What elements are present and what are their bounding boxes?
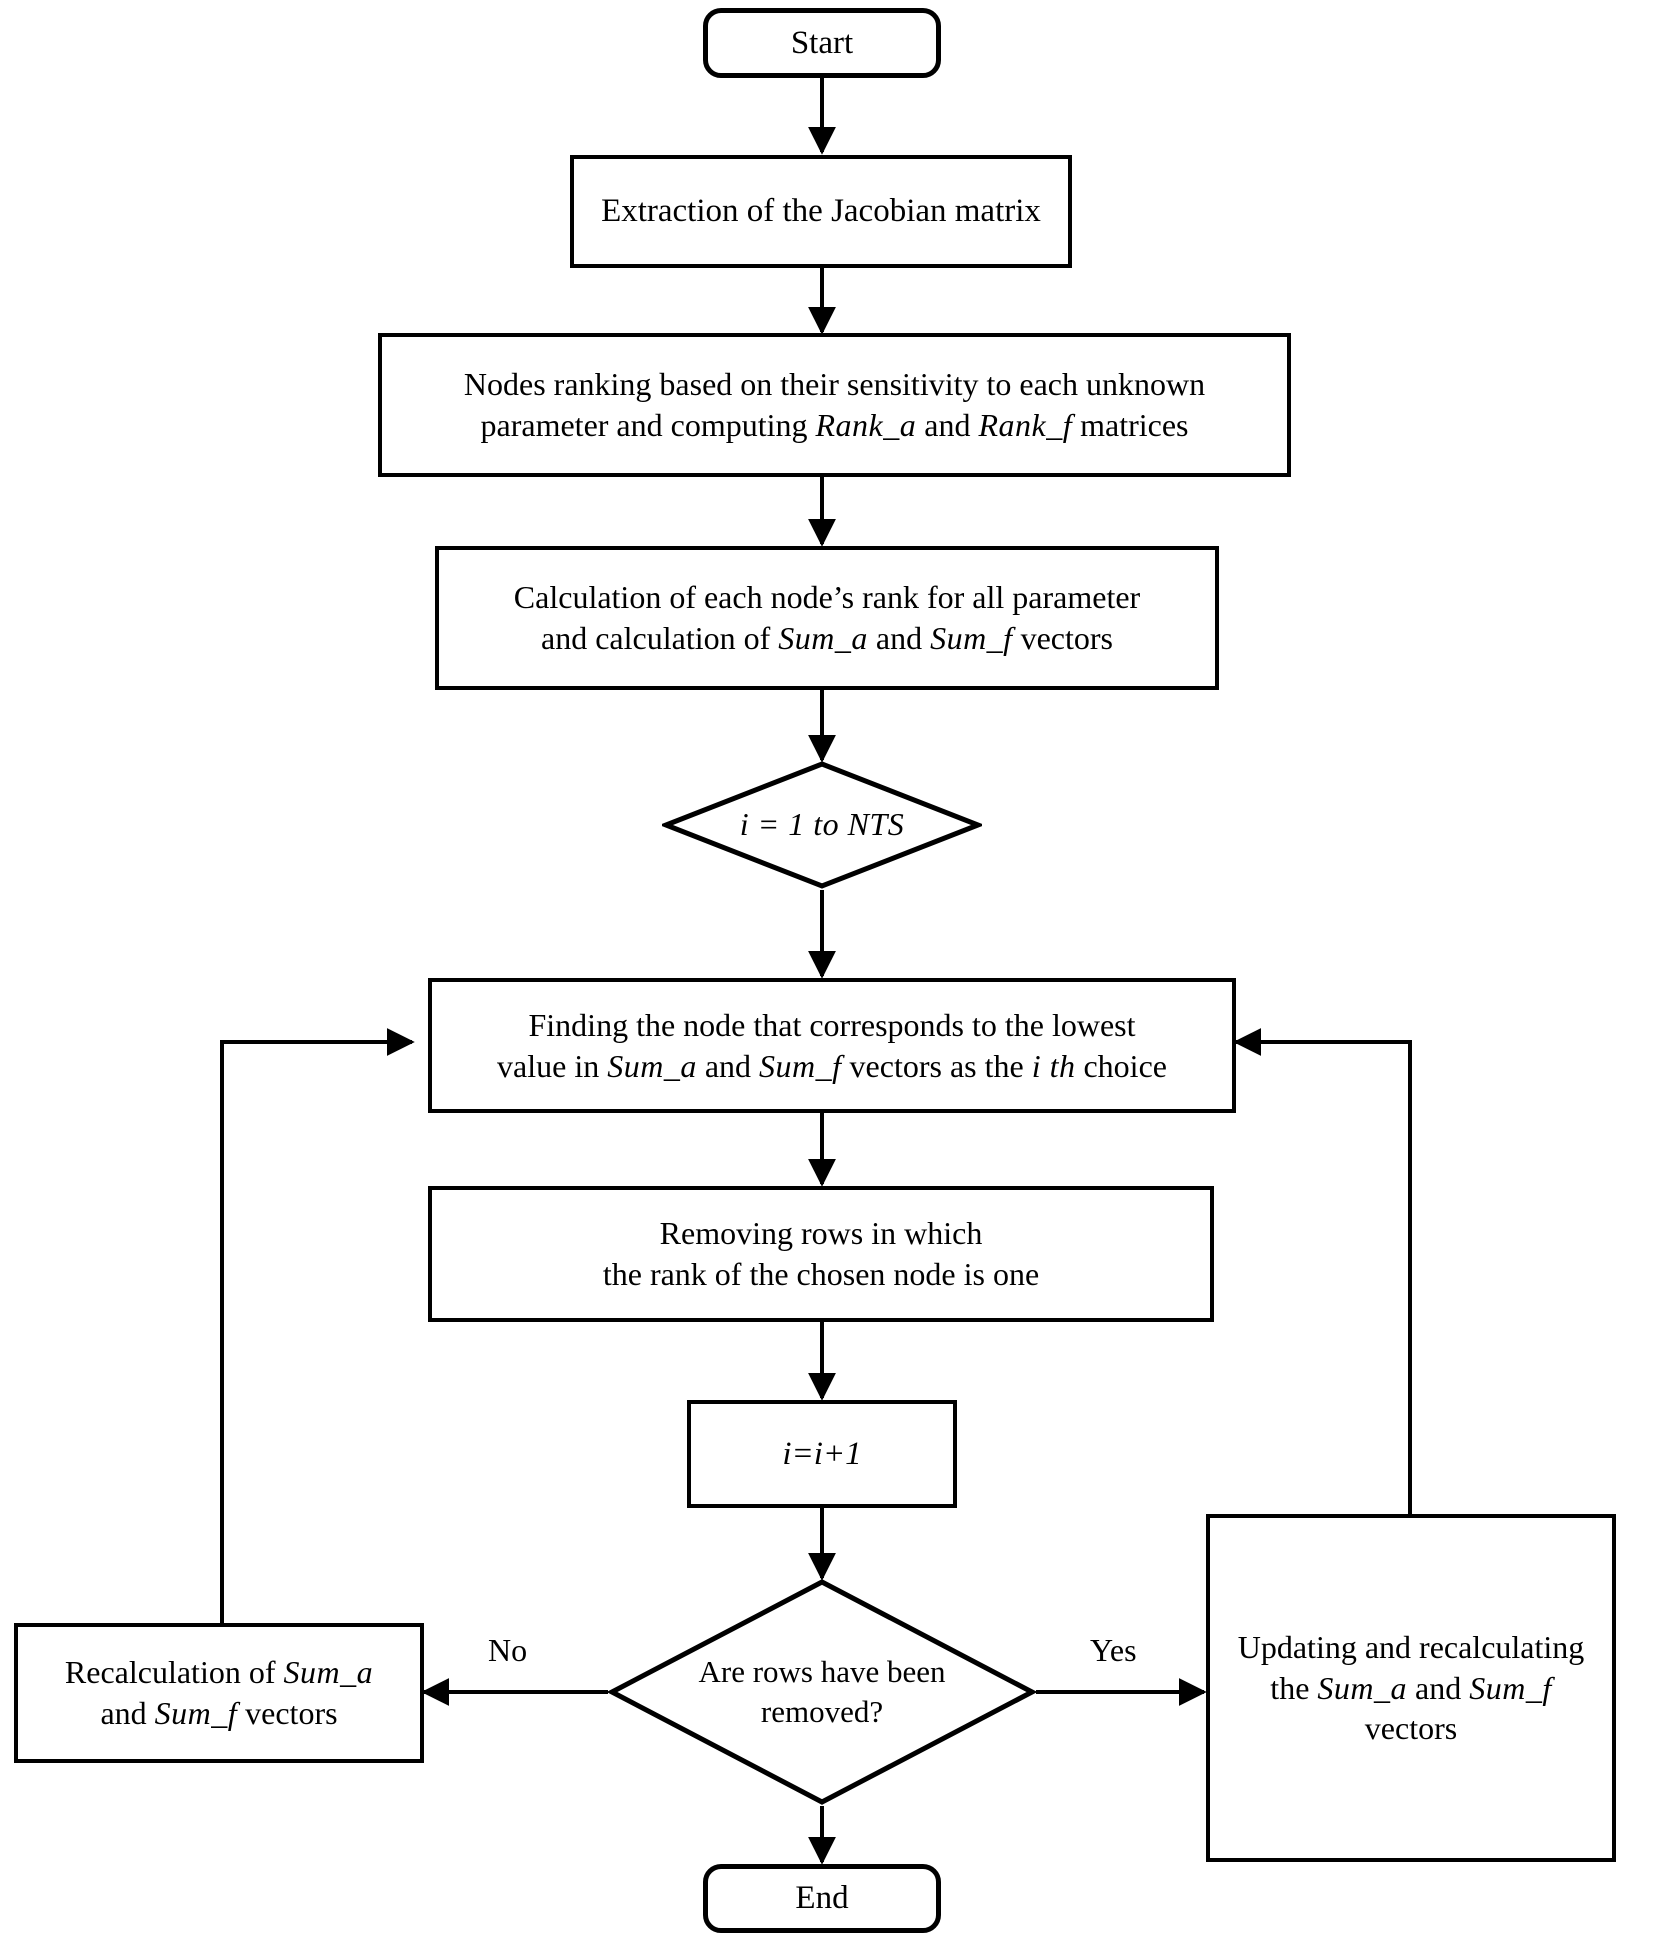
node-recalculation-line1-pre: Recalculation of xyxy=(64,1654,284,1691)
node-updating-var-sum-a: Sum_a xyxy=(1317,1669,1407,1706)
node-nodes-ranking-line2-post: matrices xyxy=(1072,407,1189,443)
edge-label-yes: Yes xyxy=(1090,1632,1137,1669)
node-removing-rows-line2: the rank of the chosen node is one xyxy=(602,1256,1040,1292)
node-removing-rows-line1: Removing rows in which xyxy=(659,1215,983,1252)
node-decision-line1: Are rows have been xyxy=(698,1653,946,1689)
node-updating-line1: Updating and recalculating xyxy=(1237,1628,1585,1665)
node-calculation-rank-line2-post: vectors xyxy=(1012,620,1113,656)
node-nodes-ranking-var-rank-a: Rank_a xyxy=(815,407,917,443)
node-nodes-ranking[interactable]: Nodes ranking based on their sensitivity… xyxy=(378,333,1291,477)
decision-diamond-shape xyxy=(608,1579,1036,1805)
node-calculation-rank[interactable]: Calculation of each node’s rank for all … xyxy=(435,546,1219,690)
edge-label-no-text: No xyxy=(488,1632,528,1668)
node-updating-vectors-text: Updating and recalculating the Sum_a and… xyxy=(1210,1627,1612,1750)
node-recalculation-var-sum-f: Sum_f xyxy=(154,1695,238,1731)
node-nodes-ranking-line2-pre: parameter and computing xyxy=(480,407,816,443)
node-removing-rows-text: Removing rows in which the rank of the c… xyxy=(432,1213,1210,1295)
node-finding-node[interactable]: Finding the node that corresponds to the… xyxy=(428,978,1236,1113)
node-loop-counter-label-wrap: i = 1 to NTS xyxy=(662,760,982,890)
node-finding-node-line2-mid: and xyxy=(696,1047,760,1084)
node-finding-node-var-sum-f: Sum_f xyxy=(759,1047,842,1084)
node-calculation-rank-line1: Calculation of each node’s rank for all … xyxy=(513,579,1141,616)
edge-recalculation-feedback xyxy=(220,1028,415,1625)
edge-label-no: No xyxy=(488,1632,527,1669)
node-finding-node-line1: Finding the node that corresponds to the… xyxy=(528,1006,1136,1043)
node-updating-vectors[interactable]: Updating and recalculating the Sum_a and… xyxy=(1206,1514,1616,1862)
node-nodes-ranking-line1: Nodes ranking based on their sensitivity… xyxy=(463,366,1206,403)
node-extraction-jacobian[interactable]: Extraction of the Jacobian matrix xyxy=(570,155,1072,268)
node-calculation-rank-line2-pre: and calculation of xyxy=(541,620,779,656)
node-recalculation-var-sum-a: Sum_a xyxy=(283,1654,374,1691)
node-finding-node-line2-tail: choice xyxy=(1075,1047,1167,1084)
node-finding-node-line2-pre: value in xyxy=(497,1047,608,1084)
node-finding-node-text: Finding the node that corresponds to the… xyxy=(432,1005,1232,1087)
node-loop-counter[interactable]: i = 1 to NTS xyxy=(662,760,982,890)
node-start[interactable]: Start xyxy=(703,8,941,78)
node-decision-line2: removed? xyxy=(760,1694,884,1729)
node-end-label: End xyxy=(795,1880,849,1917)
node-updating-var-sum-f: Sum_f xyxy=(1469,1669,1552,1706)
node-loop-counter-label: i = 1 to NTS xyxy=(739,806,905,843)
node-nodes-ranking-var-rank-f: Rank_f xyxy=(978,407,1073,443)
node-decision-label-wrap: Are rows have been removed? xyxy=(608,1578,1036,1806)
node-updating-line3: vectors xyxy=(1364,1710,1458,1747)
node-finding-node-line2-post: vectors as the xyxy=(841,1047,1032,1084)
node-recalculation-vectors-text: Recalculation of Sum_a and Sum_f vectors xyxy=(18,1652,420,1734)
node-nodes-ranking-text: Nodes ranking based on their sensitivity… xyxy=(382,364,1287,446)
edge-updating-feedback xyxy=(1233,1028,1412,1514)
node-start-label: Start xyxy=(790,24,854,61)
node-decision-text: Are rows have been removed? xyxy=(698,1652,945,1733)
loop-diamond-shape xyxy=(662,761,982,889)
node-finding-node-var-ith: i th xyxy=(1031,1047,1076,1084)
node-calculation-rank-text: Calculation of each node’s rank for all … xyxy=(439,577,1215,659)
node-decision-rows-removed[interactable]: Are rows have been removed? xyxy=(608,1578,1036,1806)
node-extraction-jacobian-label: Extraction of the Jacobian matrix xyxy=(601,193,1041,230)
node-removing-rows[interactable]: Removing rows in which the rank of the c… xyxy=(428,1186,1214,1322)
node-calculation-rank-var-sum-f: Sum_f xyxy=(930,620,1013,656)
node-recalculation-vectors[interactable]: Recalculation of Sum_a and Sum_f vectors xyxy=(14,1623,424,1763)
node-increment-counter[interactable]: i=i+1 xyxy=(687,1400,957,1508)
node-recalculation-line2-pre: and xyxy=(100,1695,155,1731)
node-end[interactable]: End xyxy=(703,1864,941,1933)
node-increment-counter-label: i=i+1 xyxy=(782,1435,862,1472)
node-recalculation-line2-post: vectors xyxy=(237,1695,338,1731)
node-updating-line2-pre: the xyxy=(1270,1669,1318,1706)
node-finding-node-var-sum-a: Sum_a xyxy=(607,1047,697,1084)
node-calculation-rank-var-sum-a: Sum_a xyxy=(778,620,868,656)
node-calculation-rank-line2-mid: and xyxy=(867,620,931,656)
node-updating-line2-mid: and xyxy=(1407,1669,1470,1706)
edge-label-yes-text: Yes xyxy=(1090,1632,1137,1668)
node-nodes-ranking-line2-mid: and xyxy=(916,407,979,443)
